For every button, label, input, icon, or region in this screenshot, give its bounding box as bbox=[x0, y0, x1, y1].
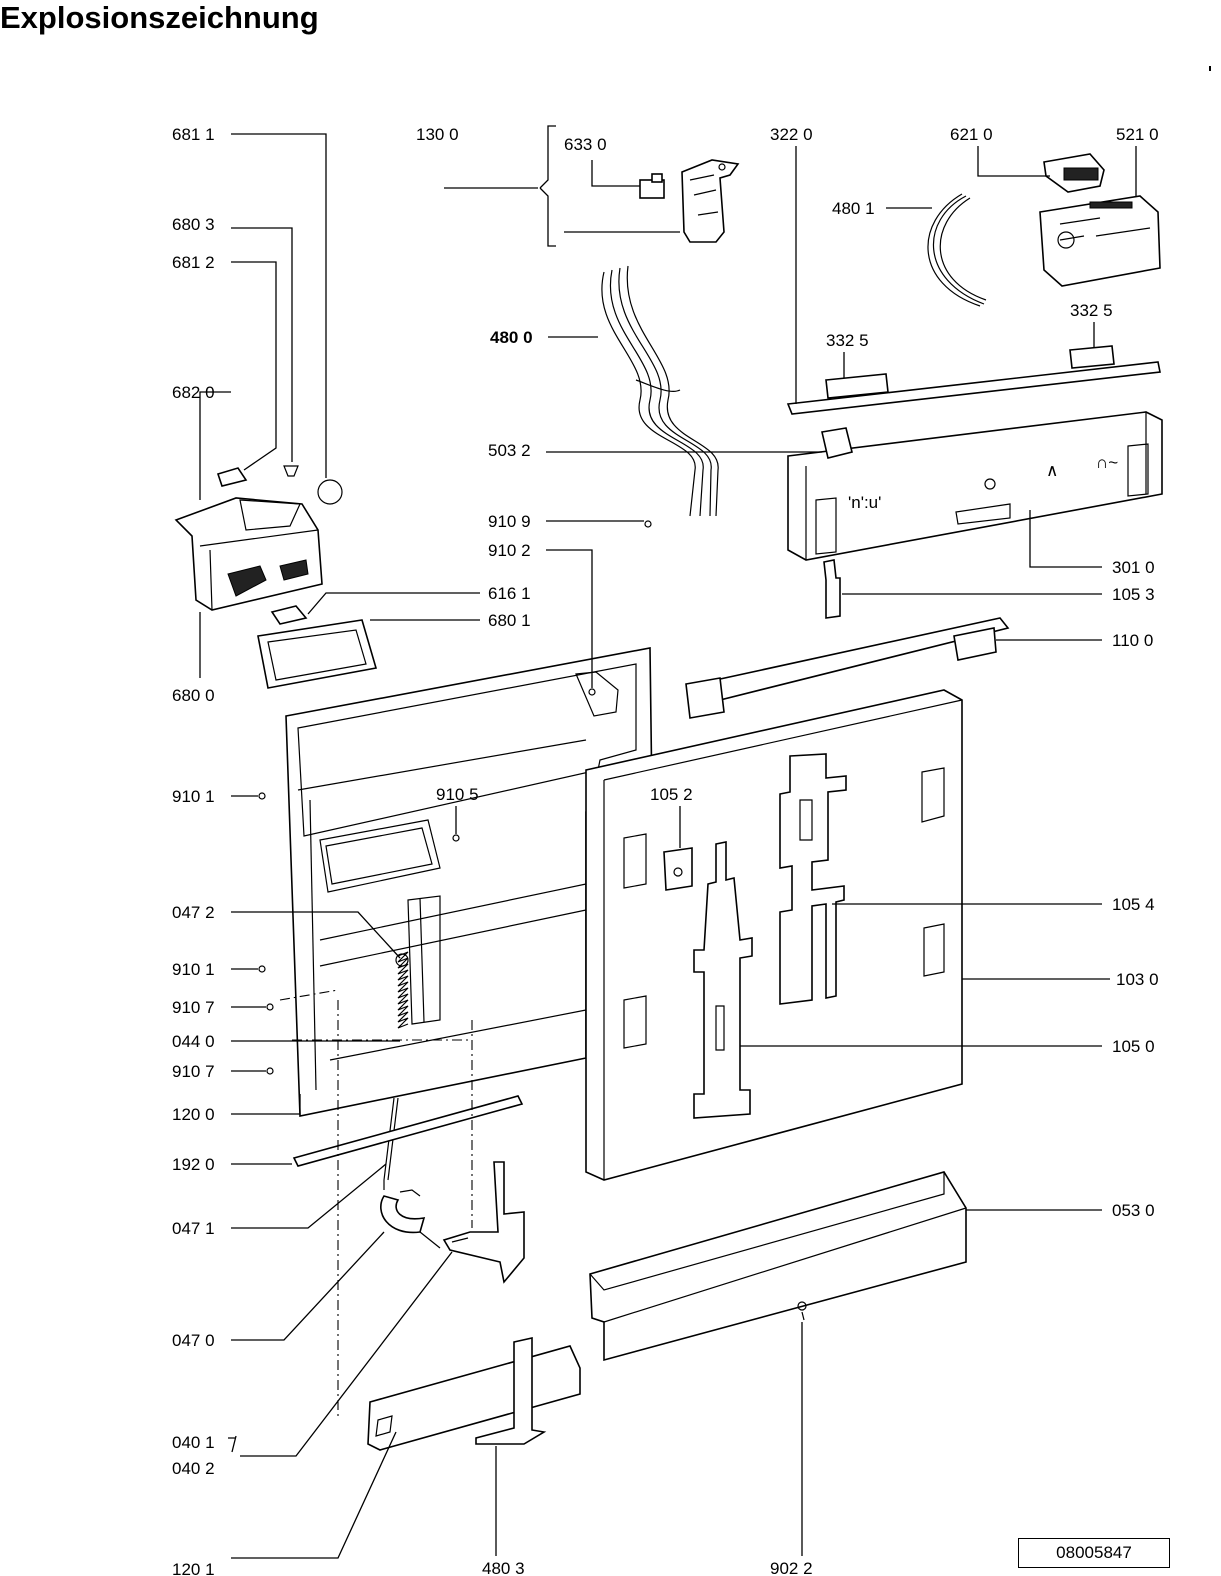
label-633-0: 633 0 bbox=[564, 135, 607, 154]
label-910-7-a: 910 7 bbox=[172, 998, 215, 1017]
screw-910-5 bbox=[452, 834, 460, 842]
wire-harness-part bbox=[601, 265, 719, 517]
label-047-2: 047 2 bbox=[172, 903, 215, 922]
label-682-0: 682 0 bbox=[172, 383, 215, 402]
label-480-3: 480 3 bbox=[482, 1559, 525, 1576]
support-rail-part bbox=[685, 617, 1010, 719]
door-bracket-right-part bbox=[779, 753, 847, 1005]
label-105-0: 105 0 bbox=[1112, 1037, 1155, 1056]
door-hinge-part bbox=[442, 1161, 525, 1284]
kick-plate-part bbox=[589, 1171, 967, 1362]
label-301-0: 301 0 bbox=[1112, 558, 1155, 577]
sensor-part bbox=[821, 427, 853, 459]
label-681-2: 681 2 bbox=[172, 253, 215, 272]
plinth-part bbox=[367, 1345, 581, 1451]
control-panel-part: 'n':u' ∧ ∩~ bbox=[787, 411, 1163, 561]
label-105-2: 105 2 bbox=[650, 785, 693, 804]
svg-text:∧: ∧ bbox=[1046, 461, 1058, 480]
control-board-part bbox=[1039, 195, 1161, 287]
label-616-1: 616 1 bbox=[488, 584, 531, 603]
screw-910-9 bbox=[644, 520, 652, 528]
label-680-3: 680 3 bbox=[172, 215, 215, 234]
label-480-0: 480 0 bbox=[490, 328, 533, 347]
label-053-0: 053 0 bbox=[1112, 1201, 1155, 1220]
screw-part bbox=[797, 1301, 807, 1321]
label-680-1: 680 1 bbox=[488, 611, 531, 630]
plinth-bracket-part bbox=[475, 1337, 547, 1445]
screw-910-1b bbox=[258, 965, 266, 973]
switch-part bbox=[639, 173, 665, 199]
label-105-3: 105 3 bbox=[1112, 585, 1155, 604]
label-047-0: 047 0 bbox=[172, 1331, 215, 1350]
detergent-dispenser-part bbox=[174, 465, 343, 611]
screw-910-7a bbox=[266, 1003, 274, 1011]
panel-strip-part bbox=[786, 345, 1161, 415]
gasket-part bbox=[257, 619, 378, 689]
cable-pulley-part bbox=[380, 1189, 441, 1249]
label-040-1: 040 1 bbox=[172, 1433, 215, 1452]
seal-strip-part bbox=[292, 1095, 524, 1167]
label-621-0: 621 0 bbox=[950, 125, 993, 144]
screw-910-1a bbox=[258, 792, 266, 800]
label-910-1-a: 910 1 bbox=[172, 787, 215, 806]
dispenser-cover-part bbox=[270, 605, 308, 625]
label-130-0: 130 0 bbox=[416, 125, 459, 144]
label-503-2: 503 2 bbox=[488, 441, 531, 460]
label-322-0: 322 0 bbox=[770, 125, 813, 144]
screw-910-7b bbox=[266, 1067, 274, 1075]
label-192-0: 192 0 bbox=[172, 1155, 215, 1174]
electronic-module-part bbox=[1043, 153, 1105, 193]
door-bracket-left-part bbox=[693, 841, 753, 1119]
page-title: Explosionszeichnung bbox=[0, 0, 319, 35]
label-902-2: 902 2 bbox=[770, 1559, 813, 1576]
label-910-1-b: 910 1 bbox=[172, 960, 215, 979]
label-910-2: 910 2 bbox=[488, 541, 531, 560]
label-910-7-b: 910 7 bbox=[172, 1062, 215, 1081]
label-105-4: 105 4 bbox=[1112, 895, 1155, 914]
outer-door-panel-part bbox=[585, 689, 963, 1181]
margin-tick-mark bbox=[1209, 66, 1211, 71]
document-number: 08005847 bbox=[1018, 1538, 1170, 1568]
svg-text:'n':u': 'n':u' bbox=[848, 493, 881, 512]
label-332-5-b: 332 5 bbox=[1070, 301, 1113, 320]
door-lock-bracket-part bbox=[681, 159, 740, 243]
label-680-0: 680 0 bbox=[172, 686, 215, 705]
hinge-bracket-part bbox=[823, 559, 841, 619]
leader-lines bbox=[199, 125, 1137, 1559]
label-910-9: 910 9 bbox=[488, 512, 531, 531]
inner-door-part bbox=[285, 647, 653, 1117]
centerline bbox=[279, 989, 339, 1001]
spring-part bbox=[383, 951, 409, 1190]
label-040-2: 040 2 bbox=[172, 1459, 215, 1478]
label-480-1: 480 1 bbox=[832, 199, 875, 218]
label-047-1: 047 1 bbox=[172, 1219, 215, 1238]
label-103-0: 103 0 bbox=[1116, 970, 1159, 989]
label-681-1: 681 1 bbox=[172, 125, 215, 144]
cable-loop-part bbox=[927, 193, 987, 307]
label-120-0: 120 0 bbox=[172, 1105, 215, 1124]
svg-text:∩~: ∩~ bbox=[1096, 453, 1118, 472]
label-044-0: 044 0 bbox=[172, 1032, 215, 1051]
clip-part bbox=[663, 847, 693, 891]
label-332-5-a: 332 5 bbox=[826, 331, 869, 350]
label-910-5: 910 5 bbox=[436, 785, 479, 804]
label-120-1: 120 1 bbox=[172, 1560, 215, 1576]
label-521-0: 521 0 bbox=[1116, 125, 1159, 144]
label-110-0: 110 0 bbox=[1112, 631, 1153, 650]
